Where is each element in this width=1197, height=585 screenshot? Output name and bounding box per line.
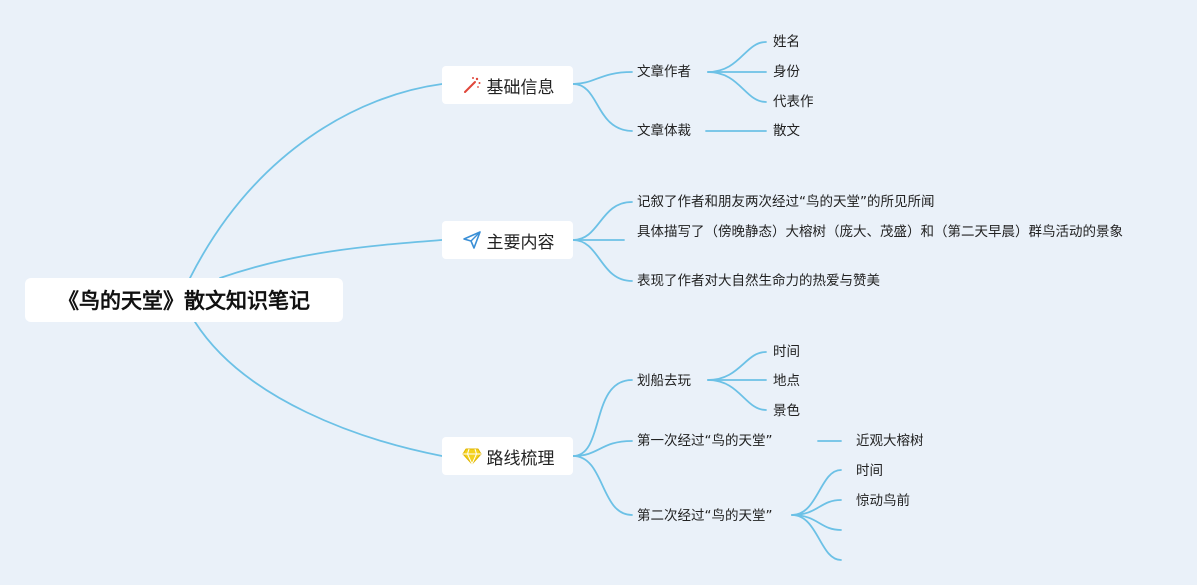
leaf-author-identity[interactable]: 身份	[773, 64, 800, 80]
diamond-icon	[461, 445, 483, 467]
topic-main-content-label: 主要内容	[486, 232, 555, 253]
leaf-genre-value[interactable]: 散文	[773, 123, 800, 139]
leaf-boating-time[interactable]: 时间	[773, 344, 800, 360]
leaf-boating-place[interactable]: 地点	[773, 373, 800, 389]
connector-author-works	[707, 71, 767, 103]
topic-basic-info-label: 基础信息	[486, 77, 555, 98]
connector-root-basic	[189, 83, 443, 279]
leaf-second-visit-before[interactable]: 惊动鸟前	[856, 493, 910, 509]
subtopic-boating[interactable]: 划船去玩	[637, 373, 691, 389]
content-item-3[interactable]: 表现了作者对大自然生命力的热爱与赞美	[637, 273, 880, 289]
connector-root-content	[219, 239, 443, 279]
topic-main-content[interactable]: 主要内容	[442, 221, 573, 259]
connector-second-4	[791, 514, 842, 561]
connector-basic-genre	[572, 83, 633, 132]
magic-wand-icon	[461, 74, 483, 96]
topic-basic-info[interactable]: 基础信息	[442, 66, 573, 104]
leaf-second-visit-time[interactable]: 时间	[856, 463, 883, 479]
connector-boating-scene	[707, 379, 767, 411]
leaf-boating-scene[interactable]: 景色	[773, 403, 800, 419]
leaf-first-visit-child[interactable]: 近观大榕树	[856, 433, 924, 449]
connector-basic-author	[572, 71, 633, 85]
connector-root-route	[194, 321, 443, 457]
topic-route[interactable]: 路线梳理	[442, 437, 573, 475]
connector-route-first	[572, 440, 633, 457]
connector-author-name	[707, 41, 767, 73]
connector-content-1	[572, 201, 633, 241]
subtopic-first-visit[interactable]: 第一次经过“鸟的天堂”	[637, 433, 773, 449]
content-item-2[interactable]: 具体描写了（傍晚静态）大榕树（庞大、茂盛）和（第二天早晨）群鸟活动的景象	[637, 224, 1123, 240]
leaf-author-name[interactable]: 姓名	[773, 34, 800, 50]
root-title: 《鸟的天堂》散文知识笔记	[58, 289, 310, 313]
subtopic-author[interactable]: 文章作者	[637, 64, 691, 80]
paper-plane-icon	[461, 229, 483, 251]
connector-boating-time	[707, 351, 767, 381]
root-topic[interactable]: 《鸟的天堂》散文知识笔记	[25, 278, 343, 322]
topic-route-label: 路线梳理	[486, 448, 555, 469]
content-item-1[interactable]: 记叙了作者和朋友两次经过“鸟的天堂”的所见所闻	[637, 194, 935, 210]
connector-route-second	[572, 455, 633, 516]
leaf-author-works[interactable]: 代表作	[773, 94, 814, 110]
subtopic-genre[interactable]: 文章体裁	[637, 123, 691, 139]
connector-content-3	[572, 239, 633, 282]
subtopic-second-visit[interactable]: 第二次经过“鸟的天堂”	[637, 508, 773, 524]
connector-route-boating	[572, 379, 633, 457]
